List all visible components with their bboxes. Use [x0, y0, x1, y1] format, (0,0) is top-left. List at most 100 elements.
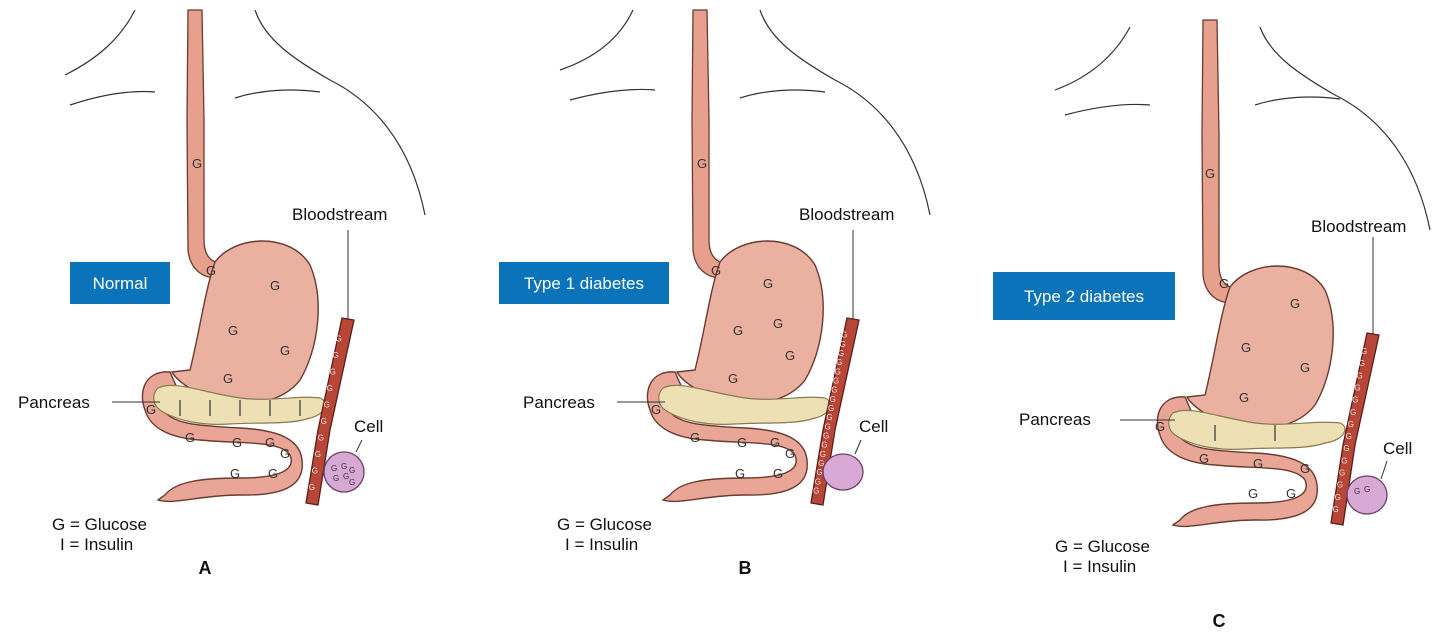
- clavicle-left: [570, 89, 655, 100]
- panel-type1: G G G G G G G G G G G G G G GGGGGGGGGGGG…: [499, 10, 930, 578]
- glucose-mark: G: [697, 156, 707, 171]
- condition-badge-text: Normal: [93, 274, 148, 293]
- cell-glucose-mark: G: [333, 474, 339, 483]
- vessel-glucose-mark: G: [1339, 469, 1345, 478]
- cell-leader: [1381, 461, 1387, 479]
- pancreas-label: Pancreas: [18, 393, 90, 412]
- neck-outline-right: [1260, 27, 1430, 230]
- vessel-glucose-mark: G: [820, 450, 826, 459]
- glucose-mark: G: [1241, 340, 1251, 355]
- bloodstream-label: Bloodstream: [799, 205, 894, 224]
- glucose-mark: G: [270, 278, 280, 293]
- body-cell: [1347, 476, 1387, 514]
- cell-glucose-mark: G: [1354, 487, 1360, 496]
- neck-outline-left: [1055, 27, 1130, 90]
- panel-letter: C: [1213, 611, 1226, 631]
- vessel-glucose-mark: G: [324, 400, 330, 409]
- neck-outline-left: [65, 10, 135, 75]
- cell-glucose-mark: G: [331, 464, 337, 473]
- legend-glucose: G = Glucose: [52, 515, 147, 534]
- glucose-mark: G: [735, 466, 745, 481]
- vessel-glucose-mark: G: [830, 395, 836, 404]
- glucose-mark: G: [733, 323, 743, 338]
- vessel-glucose-mark: G: [1335, 493, 1341, 502]
- vessel-glucose-mark: G: [1359, 359, 1365, 368]
- pancreas-label: Pancreas: [523, 393, 595, 412]
- glucose-mark: G: [265, 435, 275, 450]
- cell-label: Cell: [1383, 439, 1412, 458]
- cell-label: Cell: [354, 417, 383, 436]
- vessel-glucose-mark: G: [315, 450, 321, 459]
- vessel-glucose-mark: G: [826, 413, 832, 422]
- cell-label: Cell: [859, 417, 888, 436]
- clavicle-right: [1255, 97, 1340, 105]
- cell-leader: [356, 440, 362, 452]
- bloodstream-label: Bloodstream: [1311, 217, 1406, 236]
- glucose-mark: G: [728, 371, 738, 386]
- clavicle-left: [70, 92, 155, 105]
- glucose-mark: G: [268, 466, 278, 481]
- glucose-mark: G: [223, 371, 233, 386]
- glucose-mark: G: [1248, 486, 1258, 501]
- pancreas-label: Pancreas: [1019, 410, 1091, 429]
- vessel-glucose-mark: G: [1337, 481, 1343, 490]
- vessel-glucose-mark: G: [831, 386, 837, 395]
- glucose-mark: G: [1300, 461, 1310, 476]
- glucose-mark: G: [1286, 486, 1296, 501]
- vessel-glucose-mark: G: [821, 441, 827, 450]
- cell-leader: [855, 440, 861, 454]
- glucose-mark: G: [280, 343, 290, 358]
- vessel-glucose-mark: G: [823, 431, 829, 440]
- glucose-mark: G: [785, 348, 795, 363]
- glucose-mark: G: [232, 435, 242, 450]
- vessel-glucose-mark: G: [815, 477, 821, 486]
- clavicle-right: [235, 90, 320, 98]
- vessel-glucose-mark: G: [816, 468, 822, 477]
- cell-glucose-mark: G: [341, 462, 347, 471]
- glucose-mark: G: [1219, 276, 1229, 291]
- glucose-mark: G: [773, 466, 783, 481]
- vessel-glucose-mark: G: [825, 422, 831, 431]
- vessel-glucose-mark: G: [309, 483, 315, 492]
- vessel-glucose-mark: G: [318, 433, 324, 442]
- vessel-glucose-mark: G: [840, 340, 846, 349]
- vessel-glucose-mark: G: [330, 367, 336, 376]
- glucose-mark: G: [206, 263, 216, 278]
- vessel-glucose-mark: G: [321, 417, 327, 426]
- vessel-glucose-mark: G: [833, 376, 839, 385]
- esophagus: [1202, 20, 1243, 303]
- legend-insulin: I = Insulin: [1063, 557, 1136, 576]
- glucose-mark: G: [230, 466, 240, 481]
- glucose-mark: G: [711, 263, 721, 278]
- vessel-glucose-mark: G: [333, 351, 339, 360]
- vessel-glucose-mark: G: [835, 367, 841, 376]
- glucose-mark: G: [651, 402, 661, 417]
- cell-glucose-mark: G: [349, 466, 355, 475]
- vessel-glucose-mark: G: [1343, 444, 1349, 453]
- glucose-mark: G: [763, 276, 773, 291]
- vessel-glucose-mark: G: [813, 486, 819, 495]
- cell-glucose-mark: G: [1364, 485, 1370, 494]
- glucose-mark: G: [737, 435, 747, 450]
- panel-letter: B: [739, 558, 752, 578]
- vessel-glucose-mark: G: [1361, 347, 1367, 356]
- vessel-glucose-mark: G: [1341, 456, 1347, 465]
- glucose-mark: G: [192, 156, 202, 171]
- clavicle-left: [1065, 104, 1150, 115]
- vessel-glucose-mark: G: [838, 349, 844, 358]
- glucose-mark: G: [1253, 456, 1263, 471]
- legend-glucose: G = Glucose: [557, 515, 652, 534]
- vessel-glucose-mark: G: [1354, 384, 1360, 393]
- glucose-mark: G: [185, 430, 195, 445]
- bloodstream-label: Bloodstream: [292, 205, 387, 224]
- glucose-mark: G: [770, 435, 780, 450]
- legend-insulin: I = Insulin: [60, 535, 133, 554]
- neck-outline-right: [255, 10, 425, 215]
- glucose-mark: G: [280, 446, 290, 461]
- glucose-mark: G: [1300, 360, 1310, 375]
- legend-glucose: G = Glucose: [1055, 537, 1150, 556]
- body-cell: [823, 454, 863, 490]
